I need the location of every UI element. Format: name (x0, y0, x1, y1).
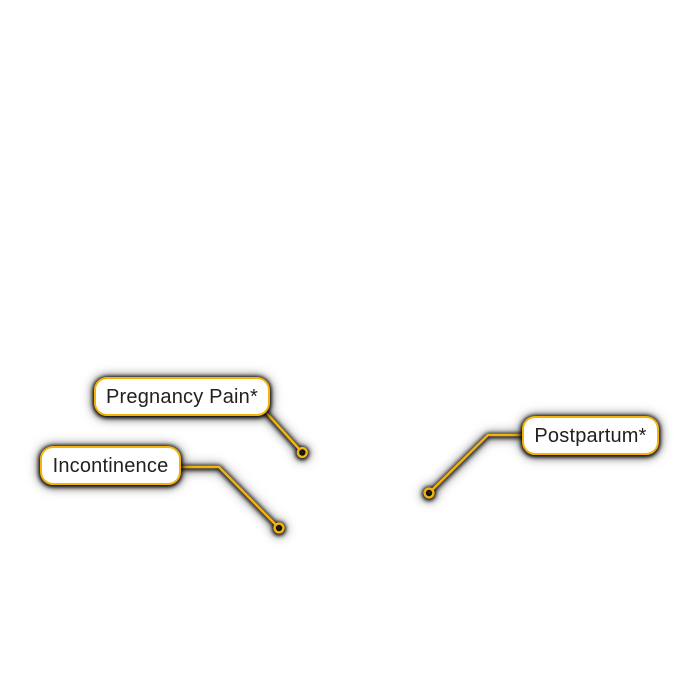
connector-incontinence (178, 465, 285, 534)
connector-pregnancy-pain (261, 407, 308, 459)
hotspot-marker-icon (423, 487, 435, 499)
callout-label-postpartum: Postpartum* (522, 416, 659, 455)
connector-line (427, 433, 525, 495)
connector-postpartum (423, 433, 525, 499)
callout-label-pregnancy-pain: Pregnancy Pain* (94, 377, 270, 416)
hotspot-marker-icon (296, 446, 308, 459)
connector-line (261, 407, 304, 454)
hotspot-marker-icon (273, 522, 285, 534)
callout-label-incontinence: Incontinence (40, 446, 181, 485)
connector-line (178, 465, 281, 530)
